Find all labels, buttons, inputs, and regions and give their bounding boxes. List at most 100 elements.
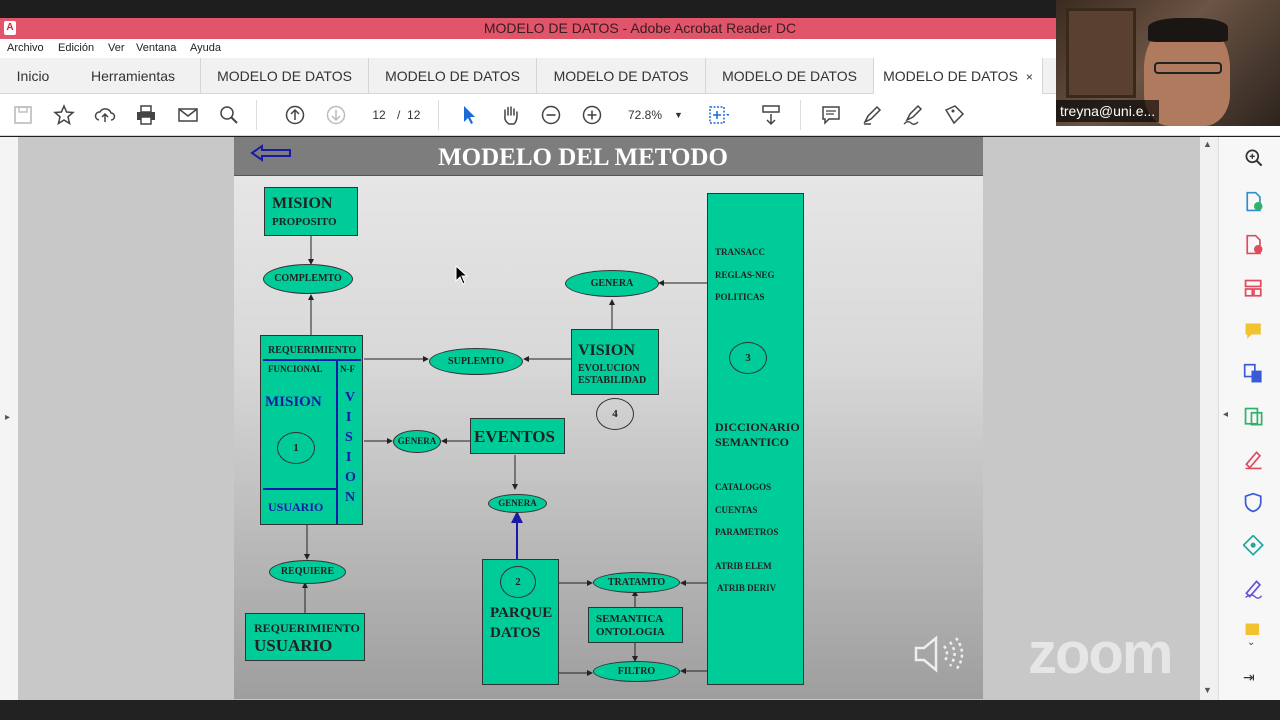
- scroll-down-icon[interactable]: ▼: [1203, 685, 1212, 695]
- chevron-left-icon[interactable]: ◂: [1223, 409, 1229, 420]
- complemto-ellipse: COMPLEMTO: [263, 264, 353, 294]
- export-pdf-icon[interactable]: [1243, 191, 1269, 217]
- scroll-mode-icon[interactable]: [760, 104, 782, 126]
- tab-inicio[interactable]: Inicio: [16, 68, 50, 84]
- tab-doc-1[interactable]: MODELO DE DATOS: [200, 58, 368, 94]
- send-for-signature-icon[interactable]: [1243, 578, 1269, 604]
- menu-ventana[interactable]: Ventana: [136, 42, 177, 54]
- share-tag-icon[interactable]: [943, 104, 965, 126]
- organize-pages-icon[interactable]: [1243, 278, 1269, 304]
- vision-letter: I: [346, 410, 352, 425]
- taskbar-edge: [0, 700, 1280, 720]
- parque-label: PARQUE: [490, 605, 553, 621]
- vision-letter: O: [345, 470, 356, 485]
- usuario-label: USUARIO: [268, 500, 324, 514]
- page-down-icon[interactable]: [325, 104, 347, 126]
- close-tab-icon[interactable]: ×: [1025, 70, 1033, 84]
- enhance-scans-icon[interactable]: [1242, 534, 1269, 561]
- menu-edicion[interactable]: Edición: [58, 42, 95, 54]
- atrib-deriv-label: ATRIB DERIV: [717, 583, 777, 593]
- requerimiento-usuario-l1: REQUERIMIENTO: [254, 621, 360, 635]
- zoom-level-select[interactable]: 72.8%▼: [622, 104, 686, 126]
- page-total-value: 12: [407, 108, 421, 122]
- vision-letter: I: [346, 450, 352, 465]
- arrow-left-icon[interactable]: [250, 144, 292, 162]
- chevron-down-icon[interactable]: ⌄: [1247, 637, 1256, 648]
- diagram-connectors: [302, 236, 707, 676]
- fit-page-icon[interactable]: [707, 104, 730, 126]
- scroll-up-icon[interactable]: ▲: [1203, 139, 1212, 149]
- chevron-right-icon[interactable]: ▸: [5, 412, 11, 423]
- page-total: / 12: [397, 104, 420, 126]
- catalogos-label: CATALOGOS: [715, 482, 772, 492]
- semantica-label: SEMANTICA: [596, 613, 664, 625]
- divider: [263, 488, 337, 490]
- menu-archivo[interactable]: Archivo: [7, 42, 44, 54]
- zoom-tool-icon[interactable]: [1243, 147, 1269, 173]
- transacc-label: TRANSACC: [715, 247, 766, 257]
- sign-icon[interactable]: [902, 104, 924, 126]
- highlight-pen-icon[interactable]: [861, 104, 883, 126]
- page-separator: /: [397, 108, 401, 122]
- compress-pdf-icon[interactable]: [1243, 406, 1269, 432]
- page-up-icon[interactable]: [284, 104, 306, 126]
- zoom-watermark: zoom: [1028, 621, 1173, 686]
- page-number-input[interactable]: 12: [372, 108, 386, 122]
- hand-tool-icon[interactable]: [499, 104, 521, 126]
- politicas-label: POLITICAS: [715, 292, 765, 302]
- tab-herramientas[interactable]: Herramientas: [90, 68, 176, 84]
- filtro-ellipse: FILTRO: [593, 661, 680, 682]
- requerimiento-usuario-box: REQUERIMIENTO USUARIO: [245, 613, 365, 661]
- tab-doc-2[interactable]: MODELO DE DATOS: [368, 58, 536, 94]
- zoom-out-icon[interactable]: [540, 104, 562, 126]
- comment-tool-icon[interactable]: [1243, 321, 1269, 347]
- circle-number-4: 4: [596, 398, 634, 430]
- tab-doc-4[interactable]: MODELO DE DATOS: [705, 58, 873, 94]
- protect-shield-icon[interactable]: [1243, 492, 1269, 518]
- participant-video: [1056, 0, 1280, 126]
- acrobat-app-icon[interactable]: A: [4, 21, 16, 35]
- menu-ver[interactable]: Ver: [108, 42, 125, 54]
- save-icon[interactable]: [12, 104, 34, 126]
- vision-letter: N: [345, 490, 356, 505]
- diccionario-label: DICCIONARIO: [715, 420, 800, 434]
- circle-number-2: 2: [500, 566, 536, 598]
- divider: [263, 359, 361, 361]
- speaker-icon[interactable]: [914, 632, 966, 676]
- fill-sign-icon[interactable]: [1243, 449, 1269, 475]
- collapse-pane-icon[interactable]: ⇥: [1243, 669, 1255, 685]
- combine-files-icon[interactable]: [1243, 363, 1269, 389]
- star-icon[interactable]: [53, 104, 75, 126]
- more-tools-icon[interactable]: [1243, 621, 1269, 635]
- vertical-scrollbar[interactable]: ▲ ▼: [1200, 137, 1218, 700]
- mail-icon[interactable]: [177, 104, 199, 126]
- tab-doc-3[interactable]: MODELO DE DATOS: [536, 58, 705, 94]
- bookshelf: [1066, 8, 1136, 98]
- zoom-in-icon[interactable]: [581, 104, 603, 126]
- right-tools-pane: ◂ ⌄ ⇥: [1218, 137, 1280, 700]
- divider: [336, 359, 338, 524]
- create-pdf-icon[interactable]: [1243, 234, 1269, 260]
- genera-top-ellipse: GENERA: [565, 270, 659, 297]
- datos-label: DATOS: [490, 625, 541, 641]
- requerimiento-box: REQUERIMIENTO FUNCIONAL N-F MISION 1 USU…: [260, 335, 363, 525]
- tab-doc-active[interactable]: MODELO DE DATOS×: [873, 58, 1043, 94]
- zoom-search-icon[interactable]: [218, 104, 240, 126]
- menu-ayuda[interactable]: Ayuda: [190, 42, 221, 54]
- vision-label: VISION: [578, 342, 635, 359]
- left-pane-toggle[interactable]: ▸: [0, 137, 18, 700]
- comment-icon[interactable]: [820, 104, 842, 126]
- reglas-neg-label: REGLAS-NEG: [715, 270, 775, 280]
- estabilidad-label: ESTABILIDAD: [578, 375, 647, 386]
- slide-header: MODELO DEL METODO: [234, 137, 983, 176]
- proposito-label: PROPOSITO: [272, 216, 337, 228]
- title-bar: A MODELO DE DATOS - Adobe Acrobat Reader…: [0, 18, 1280, 39]
- eventos-box: EVENTOS: [470, 418, 565, 454]
- requerimiento-usuario-l2: USUARIO: [254, 636, 333, 655]
- select-cursor-icon[interactable]: [458, 104, 480, 126]
- funcional-label: FUNCIONAL: [268, 364, 323, 374]
- cloud-upload-icon[interactable]: [94, 104, 116, 126]
- suplemto-ellipse: SUPLEMTO: [429, 348, 523, 375]
- print-icon[interactable]: [135, 104, 157, 126]
